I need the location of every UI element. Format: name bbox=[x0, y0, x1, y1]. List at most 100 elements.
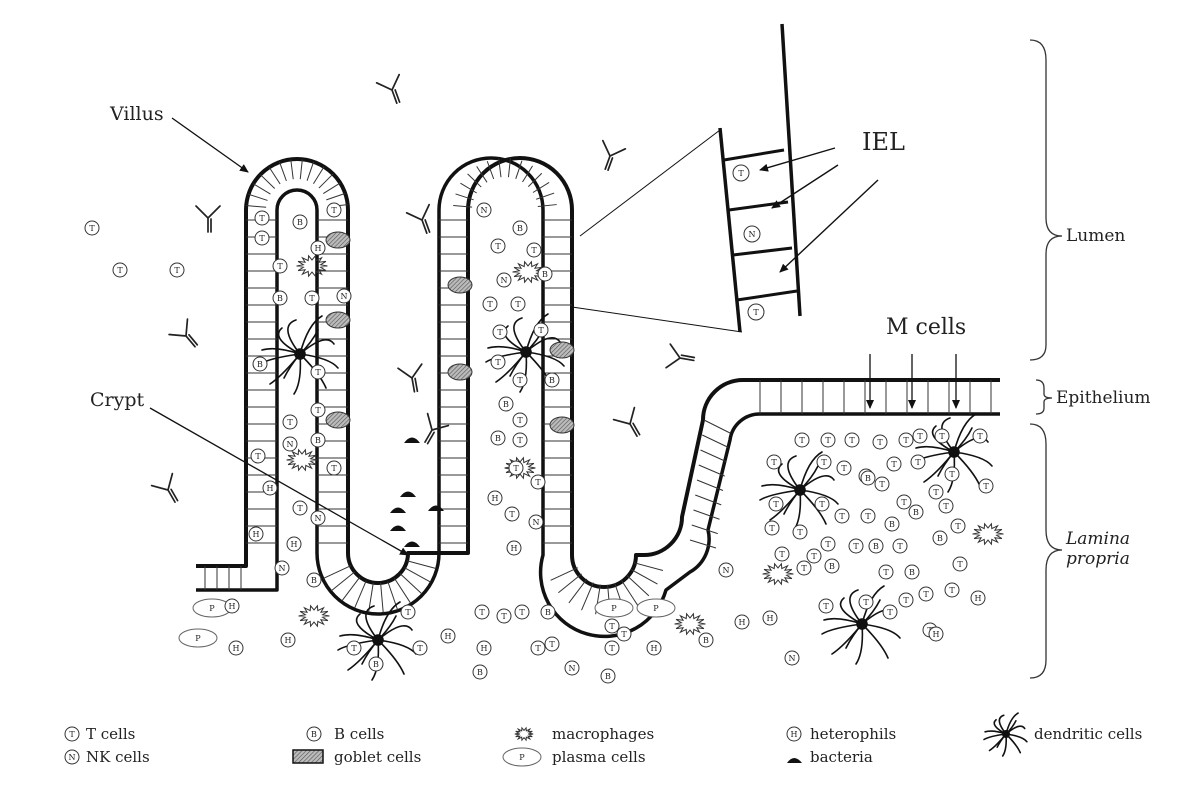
antibody-arms bbox=[594, 141, 625, 174]
cell-letter: T bbox=[331, 464, 337, 473]
epithelial-cell-border bbox=[394, 578, 410, 603]
t-cell: T bbox=[475, 605, 489, 619]
cell-letter: N bbox=[569, 664, 576, 673]
antibody-arms bbox=[196, 206, 220, 232]
epithelial-cell-border bbox=[307, 162, 314, 181]
cell-letter: N bbox=[723, 566, 730, 575]
cell-letter: T bbox=[769, 524, 775, 533]
cell-letter: T bbox=[315, 368, 321, 377]
lumen-bracket bbox=[1030, 40, 1062, 360]
nk-cell: N bbox=[744, 226, 760, 242]
legend-b-cells: B B cells bbox=[307, 725, 384, 743]
antibody bbox=[152, 474, 186, 509]
t-cell: T bbox=[491, 355, 505, 369]
crypt-arrow bbox=[150, 408, 408, 555]
t-cell: T bbox=[913, 429, 927, 443]
legend-nk-cells: N NK cells bbox=[65, 748, 150, 766]
legend-b-cells-label: B cells bbox=[334, 725, 384, 743]
dendritic-nucleus bbox=[295, 349, 305, 359]
dendritic-nucleus bbox=[795, 485, 805, 495]
cell-letter: N bbox=[501, 276, 508, 285]
epithelium-label: Epithelium bbox=[1056, 388, 1151, 408]
cell-letter: T bbox=[487, 300, 493, 309]
epithelium-outline bbox=[196, 158, 1000, 636]
b-cell: B bbox=[369, 657, 383, 671]
cell-letter: T bbox=[779, 550, 785, 559]
t-cell: T bbox=[493, 325, 507, 339]
t-cell: T bbox=[534, 323, 548, 337]
cell-letter: T bbox=[351, 644, 357, 653]
cell-letter: B bbox=[937, 534, 943, 543]
dendritic-nucleus bbox=[857, 619, 867, 629]
t-cell: T bbox=[815, 497, 829, 511]
inset-divider bbox=[724, 150, 784, 160]
cell-letter: N bbox=[341, 292, 348, 301]
epithelial-cell-border bbox=[631, 570, 657, 585]
antibody-arms bbox=[666, 344, 696, 372]
cell-letter: T bbox=[513, 464, 519, 473]
legend-dendritic-cells-label: dendritic cells bbox=[1034, 725, 1142, 743]
t-cell: T bbox=[767, 455, 781, 469]
epithelial-cell-border bbox=[319, 174, 333, 188]
t-cell: T bbox=[845, 433, 859, 447]
m-cells-label: M cells bbox=[886, 315, 966, 340]
cell-letter: N bbox=[279, 564, 286, 573]
epithelial-cell-border bbox=[300, 159, 302, 179]
t-cell: T bbox=[311, 365, 325, 379]
cell-letter: H bbox=[267, 484, 274, 493]
cell-letter: T bbox=[823, 602, 829, 611]
t-cell: T bbox=[251, 449, 265, 463]
epithelial-cell-border bbox=[694, 510, 720, 519]
t-cell: T bbox=[883, 605, 897, 619]
t-cell: T bbox=[929, 485, 943, 499]
nk-cell: N bbox=[275, 561, 289, 575]
plasma-letter: P bbox=[519, 753, 525, 762]
legend-nk-cells-label: NK cells bbox=[86, 748, 150, 766]
nk-cell: N bbox=[529, 515, 543, 529]
heterophil: H bbox=[287, 537, 301, 551]
cell-letter: T bbox=[853, 542, 859, 551]
t-cell: T bbox=[765, 521, 779, 535]
b-cell: B bbox=[307, 727, 321, 741]
cell-letter: B bbox=[545, 608, 551, 617]
t-cell: T bbox=[85, 221, 99, 235]
crypt-label: Crypt bbox=[90, 389, 145, 411]
cell-letter: T bbox=[879, 480, 885, 489]
cell-letter: T bbox=[891, 460, 897, 469]
lamina-propria-label-line1: Lamina bbox=[1065, 529, 1130, 549]
t-cell: T bbox=[170, 263, 184, 277]
t-cell: T bbox=[491, 239, 505, 253]
goblet-cell bbox=[448, 364, 472, 380]
heterophil: H bbox=[263, 481, 277, 495]
cell-letter: H bbox=[511, 544, 518, 553]
cell-letter: T bbox=[943, 502, 949, 511]
heterophil: H bbox=[225, 599, 239, 613]
legend-plasma-cells: P plasma cells bbox=[503, 748, 646, 766]
t-cell: T bbox=[893, 539, 907, 553]
t-cell: T bbox=[873, 435, 887, 449]
legend-dendritic-cell-symbol bbox=[984, 713, 1027, 756]
goblet-cell bbox=[326, 412, 350, 428]
cell-letter: T bbox=[901, 498, 907, 507]
cell-letter: B bbox=[913, 508, 919, 517]
cell-letter: T bbox=[923, 590, 929, 599]
heterophil: H bbox=[787, 727, 801, 741]
plasma-letter: P bbox=[611, 604, 617, 613]
nk-cell: N bbox=[65, 750, 79, 764]
cell-letter: T bbox=[417, 644, 423, 653]
heterophil: H bbox=[441, 629, 455, 643]
cell-letter: T bbox=[825, 540, 831, 549]
t-cell: T bbox=[919, 587, 933, 601]
nk-cell: N bbox=[785, 651, 799, 665]
nk-cell: N bbox=[497, 273, 511, 287]
macrophage bbox=[299, 606, 330, 626]
t-cell: T bbox=[859, 595, 873, 609]
goblet-cell bbox=[550, 417, 574, 433]
cell-letter: T bbox=[259, 214, 265, 223]
nk-cell: N bbox=[565, 661, 579, 675]
cell-letter: B bbox=[703, 636, 709, 645]
t-cell: T bbox=[819, 599, 833, 613]
cell-letter: B bbox=[495, 434, 501, 443]
b-cell: B bbox=[473, 665, 487, 679]
